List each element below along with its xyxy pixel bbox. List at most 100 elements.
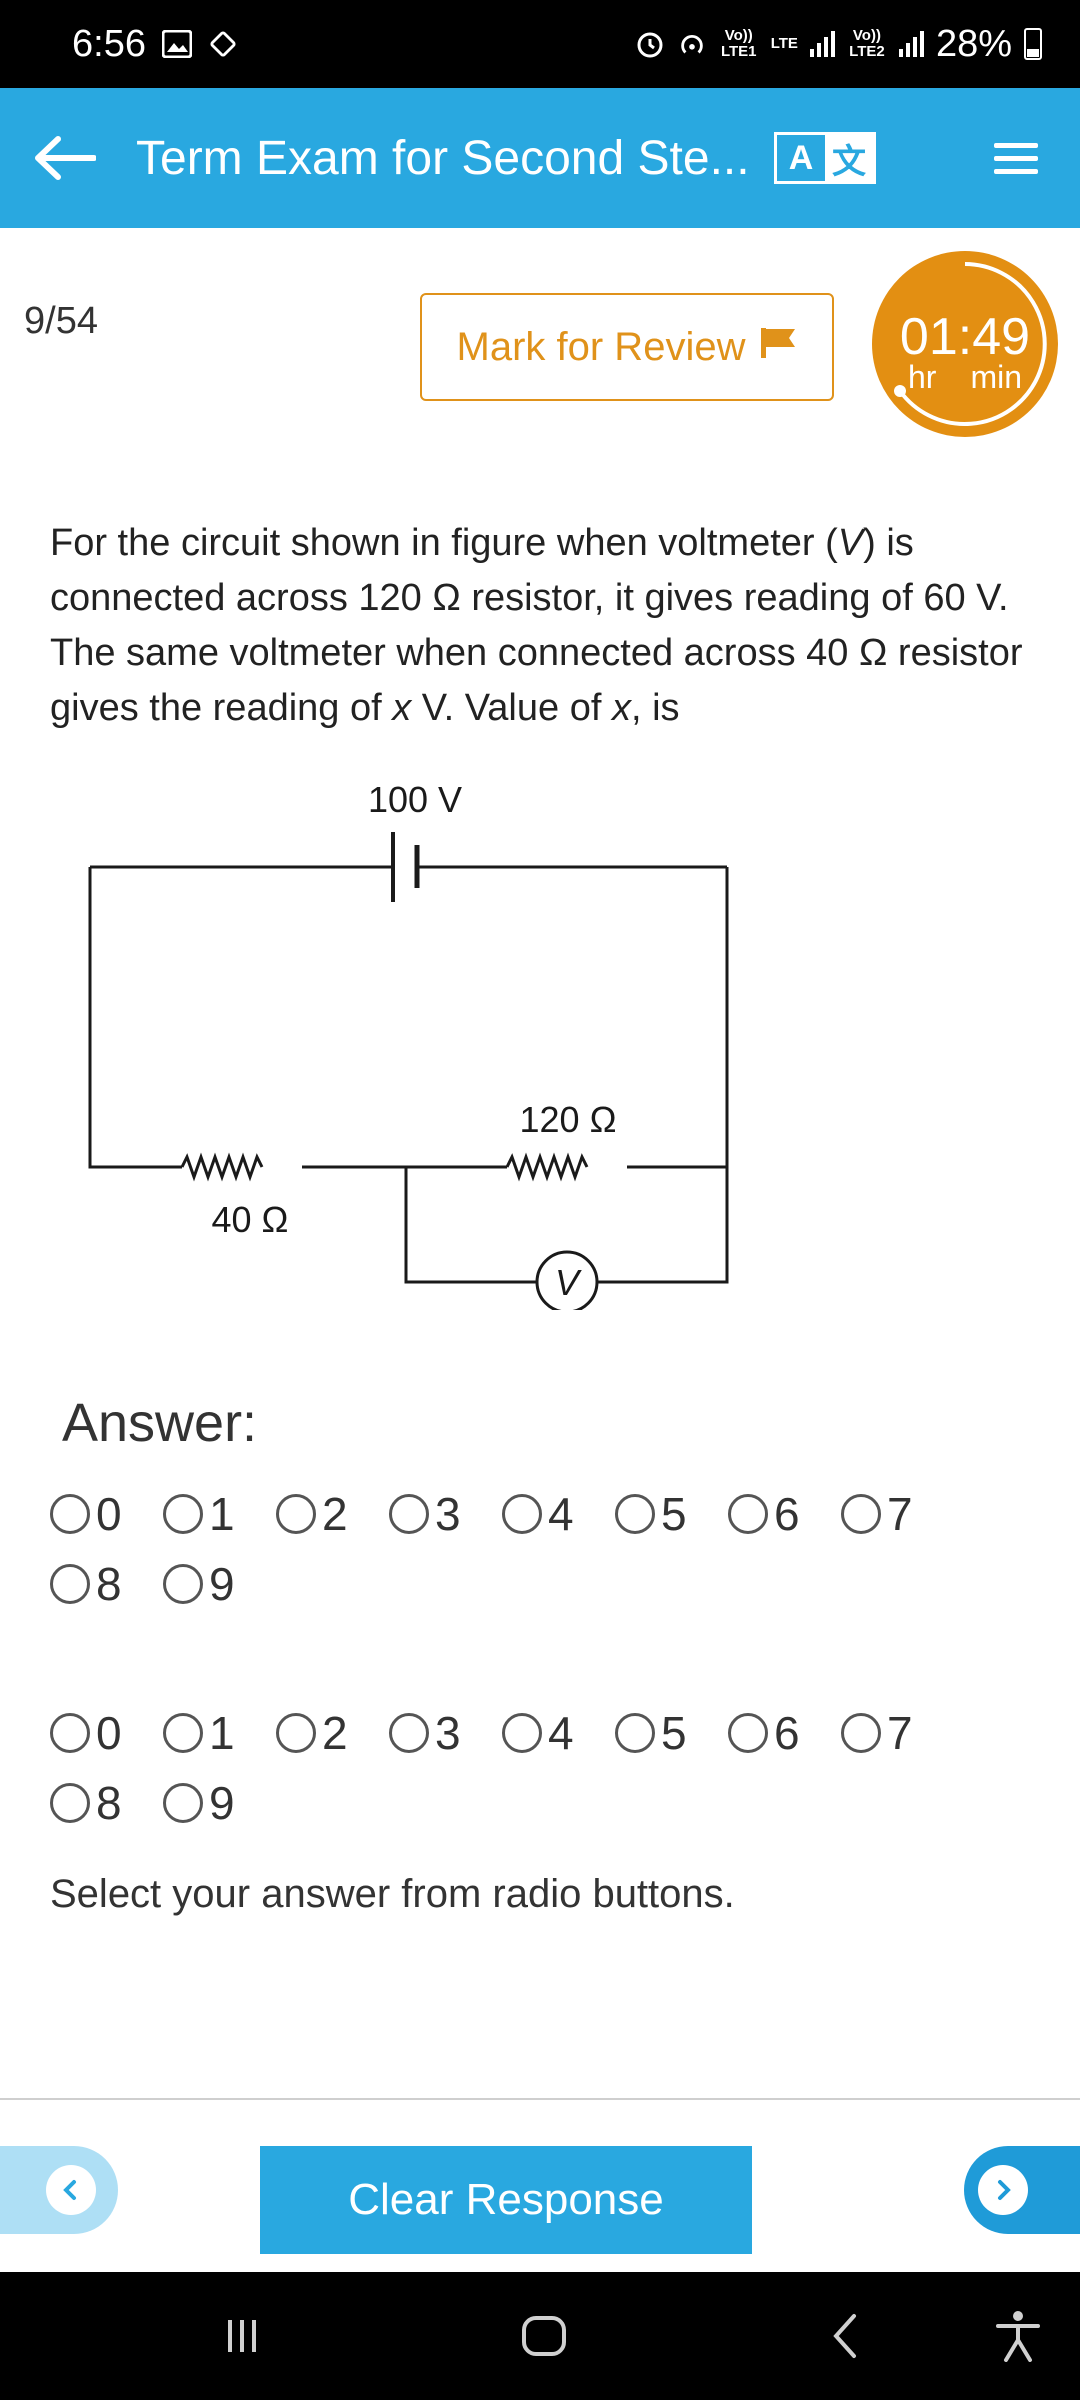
answer-label: Answer: <box>62 1393 258 1453</box>
radio-button[interactable] <box>276 1494 316 1534</box>
digit-radio-option[interactable]: 9 <box>163 1558 276 1610</box>
digit-label: 5 <box>661 1488 687 1540</box>
sim2-label: Vo)) LTE2 <box>849 27 885 60</box>
digit-radio-option[interactable]: 5 <box>615 1707 728 1759</box>
next-question-button[interactable] <box>964 2146 1080 2234</box>
divider <box>0 2098 1080 2100</box>
digit-radio-option[interactable]: 5 <box>615 1488 728 1540</box>
sim1-label: Vo)) LTE1 <box>720 27 757 60</box>
digit-label: 2 <box>322 1488 348 1540</box>
translate-letter-b: 文 <box>825 135 873 181</box>
resistor-120 <box>505 1152 589 1182</box>
hamburger-menu-icon[interactable] <box>994 142 1038 174</box>
radio-button[interactable] <box>728 1494 768 1534</box>
radio-button[interactable] <box>615 1494 655 1534</box>
digit-radio-option[interactable]: 7 <box>841 1488 954 1540</box>
radio-button[interactable] <box>50 1783 90 1823</box>
signal-icon-2 <box>898 31 924 57</box>
digit-radio-option[interactable]: 2 <box>276 1488 389 1540</box>
digit-radio-option[interactable]: 4 <box>502 1488 615 1540</box>
digit-radio-option[interactable]: 1 <box>163 1488 276 1540</box>
digit-label: 3 <box>435 1707 461 1759</box>
clear-response-button[interactable]: Clear Response <box>260 2146 752 2254</box>
radio-button[interactable] <box>163 1494 203 1534</box>
digit-label: 2 <box>322 1707 348 1759</box>
wire <box>597 1167 729 1284</box>
digit-radio-option[interactable]: 8 <box>50 1777 163 1829</box>
wire <box>88 867 182 1169</box>
digit-radio-option[interactable]: 9 <box>163 1777 276 1829</box>
mark-for-review-button[interactable]: Mark for Review <box>420 293 834 401</box>
digit-radio-option[interactable]: 4 <box>502 1707 615 1759</box>
radio-button[interactable] <box>841 1494 881 1534</box>
digit-label: 0 <box>96 1488 122 1540</box>
digit-label: 3 <box>435 1488 461 1540</box>
timer-ring-icon <box>894 262 1047 426</box>
chevron-left-icon <box>46 2165 96 2215</box>
voltmeter-label: V <box>555 1262 582 1303</box>
system-nav-bar <box>0 2272 1080 2400</box>
recent-apps-icon[interactable] <box>212 2306 272 2366</box>
back-arrow-icon[interactable] <box>30 123 100 193</box>
radio-button[interactable] <box>502 1494 542 1534</box>
radio-button[interactable] <box>163 1783 203 1823</box>
mark-for-review-label: Mark for Review <box>456 324 746 369</box>
digit-radio-option[interactable]: 0 <box>50 1488 163 1540</box>
flag-icon <box>759 325 797 370</box>
home-icon[interactable] <box>514 2306 574 2366</box>
gallery-icon <box>161 29 192 59</box>
digit-radio-option[interactable]: 6 <box>728 1707 841 1759</box>
status-bar: 6:56 Vo)) LTE1 LTE Vo)) LTE2 28% <box>0 0 1080 88</box>
digit-label: 5 <box>661 1707 687 1759</box>
battery-percent: 28% <box>935 22 1012 65</box>
page-title: Term Exam for Second Ste... <box>136 131 750 185</box>
digit-radio-option[interactable]: 1 <box>163 1707 276 1759</box>
digit-label: 6 <box>774 1488 800 1540</box>
question-text-part: , is <box>630 687 680 729</box>
radio-button[interactable] <box>389 1713 429 1753</box>
radio-button[interactable] <box>728 1713 768 1753</box>
screen-rotate-icon <box>208 29 238 59</box>
translate-letter-a: A <box>777 135 825 181</box>
digit-label: 9 <box>209 1777 235 1829</box>
radio-button[interactable] <box>50 1564 90 1604</box>
timer-hr-label: hr <box>907 359 937 395</box>
voltmeter <box>535 1250 599 1310</box>
question-counter: 9/54 <box>24 300 98 342</box>
digit-label: 1 <box>209 1488 235 1540</box>
resistor-120-label: 120 Ω <box>520 1099 617 1140</box>
digit-label: 6 <box>774 1707 800 1759</box>
digit-label: 8 <box>96 1777 122 1829</box>
radio-button[interactable] <box>276 1713 316 1753</box>
hotspot-icon <box>677 29 707 59</box>
radio-button[interactable] <box>50 1713 90 1753</box>
alarm-icon <box>635 29 665 59</box>
back-icon[interactable] <box>816 2306 876 2366</box>
radio-button[interactable] <box>163 1564 203 1604</box>
radio-button[interactable] <box>502 1713 542 1753</box>
signal-icon <box>809 31 835 57</box>
exam-timer: 01:49 hr min <box>872 251 1058 437</box>
digit-radio-option[interactable]: 3 <box>389 1488 502 1540</box>
accessibility-icon[interactable] <box>988 2306 1048 2366</box>
digit-radio-option[interactable]: 3 <box>389 1707 502 1759</box>
resistor-40 <box>180 1152 264 1182</box>
wire <box>404 1167 537 1284</box>
radio-button[interactable] <box>163 1713 203 1753</box>
digit-radio-option[interactable]: 6 <box>728 1488 841 1540</box>
radio-button[interactable] <box>50 1494 90 1534</box>
digit-label: 8 <box>96 1558 122 1610</box>
radio-button[interactable] <box>615 1713 655 1753</box>
digit-radio-option[interactable]: 0 <box>50 1707 163 1759</box>
digit-radio-option[interactable]: 8 <box>50 1558 163 1610</box>
digit-radio-option[interactable]: 7 <box>841 1707 954 1759</box>
previous-question-button[interactable] <box>0 2146 118 2234</box>
radio-button[interactable] <box>389 1494 429 1534</box>
question-text-part: V. Value of <box>411 687 612 729</box>
translate-button[interactable]: A 文 <box>774 132 876 184</box>
battery-label: 100 V <box>368 779 462 820</box>
radio-button[interactable] <box>841 1713 881 1753</box>
digit-radio-option[interactable]: 2 <box>276 1707 389 1759</box>
resistor-40-label: 40 Ω <box>212 1199 289 1240</box>
